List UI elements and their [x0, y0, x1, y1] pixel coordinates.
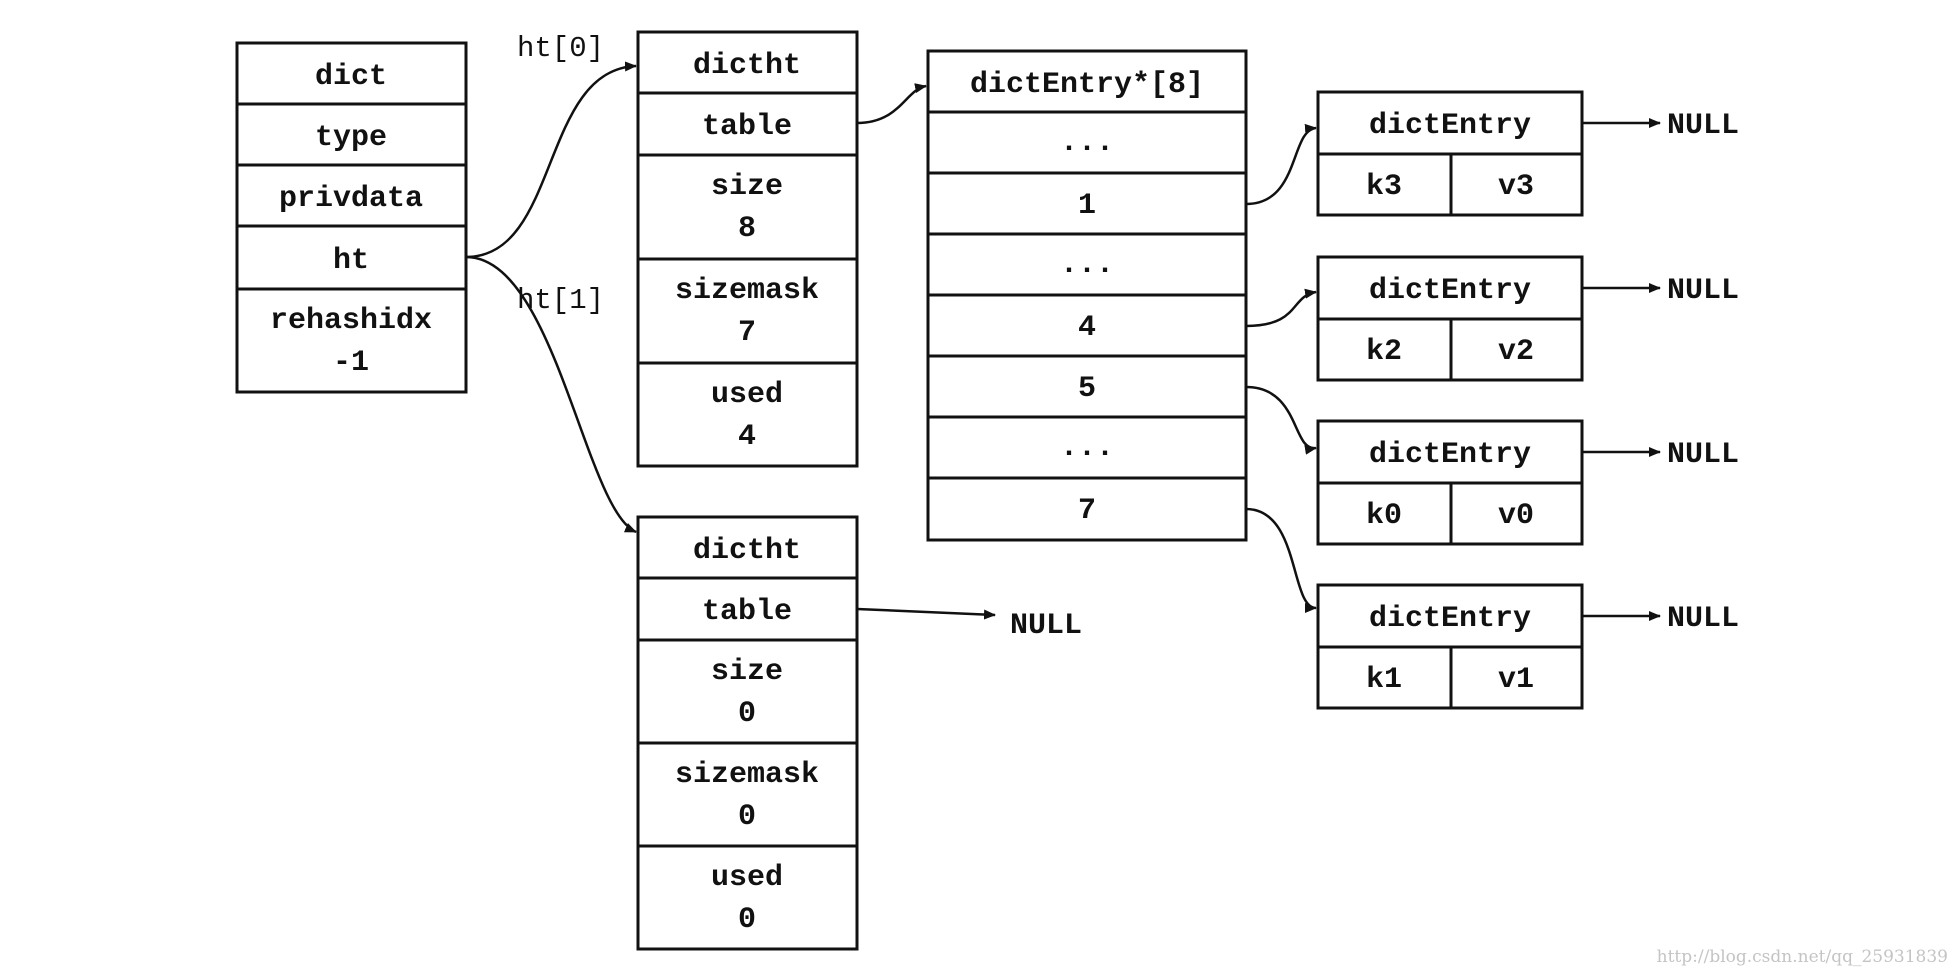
dict-entry-key-cell — [1316, 152, 1453, 217]
dict-entry-title-cell — [1316, 255, 1584, 321]
bucket-array: dictEntry*[8] ... 1 ... 4 5 ... 7 — [926, 49, 1248, 542]
ht0-used-cell — [636, 361, 859, 468]
arrow-slot1-to-entry — [1245, 123, 1317, 206]
dict-entry-key: k1 — [1366, 663, 1402, 697]
arrow-slot5-to-entry — [1245, 385, 1317, 455]
ht1-title-cell — [636, 515, 859, 580]
dict-field-type: type — [315, 121, 387, 155]
bucket-slot-cell — [926, 293, 1248, 358]
ht1-used-label: used — [711, 861, 783, 895]
dict-entry-key: k2 — [1366, 335, 1402, 369]
bucket-slot-4: 4 — [1078, 311, 1096, 345]
arrow-ht1-table-to-null — [856, 607, 996, 620]
ht0-title: dictht — [693, 49, 801, 83]
ht1-dictht: dictht table size 0 sizemask 0 used 0 — [636, 515, 859, 951]
arrow-ht-to-ht0 — [465, 61, 637, 259]
ht0-title-cell — [636, 30, 859, 95]
dict-entry-key: k3 — [1366, 170, 1402, 204]
bucket-title-cell — [926, 49, 1248, 114]
dict-entry-k1: dictEntry k1 v1 NULL — [1316, 583, 1739, 710]
ht1-size-value: 0 — [738, 697, 756, 731]
bucket-slot-ellipsis: ... — [1060, 248, 1114, 282]
ht1-sizemask-label: sizemask — [675, 758, 819, 792]
dict-entry-value: v2 — [1498, 335, 1534, 369]
dict-entry-title: dictEntry — [1369, 602, 1531, 636]
ht0-size-cell — [636, 153, 859, 261]
dict-entry-key-cell — [1316, 481, 1453, 546]
ht0-used-label: used — [711, 378, 783, 412]
bucket-slot-1: 1 — [1078, 189, 1096, 223]
dict-entry-value: v3 — [1498, 170, 1534, 204]
arrow-table-to-buckets — [856, 83, 927, 125]
dict-entry-next-null: NULL — [1667, 274, 1739, 308]
ht1-used-cell — [636, 844, 859, 951]
ht0-used-value: 4 — [738, 420, 756, 454]
dict-entry-next-null: NULL — [1667, 602, 1739, 636]
ht0-table-label: table — [702, 110, 792, 144]
dict-entry-value-cell — [1449, 152, 1584, 217]
bucket-slot-cell — [926, 232, 1248, 297]
ht1-used-value: 0 — [738, 903, 756, 937]
ht1-size-label: size — [711, 655, 783, 689]
arrow-slot4-to-entry — [1245, 288, 1317, 328]
dict-entry-value: v1 — [1498, 663, 1534, 697]
ht0-sizemask-label: sizemask — [675, 274, 819, 308]
ht0-size-label: size — [711, 170, 783, 204]
dict-entry-key-cell — [1316, 645, 1453, 710]
dict-struct: dict type privdata ht rehashidx -1 — [235, 41, 468, 394]
dict-entry-value-cell — [1449, 645, 1584, 710]
dict-entry-value-cell — [1449, 317, 1584, 382]
bucket-slot-cell — [926, 476, 1248, 542]
ht1-table-null: NULL — [1010, 609, 1082, 643]
ht1-sizemask-value: 0 — [738, 800, 756, 834]
bucket-slot-cell — [926, 415, 1248, 480]
ht0-size-value: 8 — [738, 212, 756, 246]
ht1-table-cell — [636, 576, 859, 642]
dict-field-ht: ht — [333, 244, 369, 278]
dict-rehashidx-label: rehashidx — [270, 304, 432, 338]
dict-entry-value-cell — [1449, 481, 1584, 546]
dict-entry-key: k0 — [1366, 499, 1402, 533]
dict-title: dict — [315, 60, 387, 94]
ht0-sizemask-value: 7 — [738, 316, 756, 350]
ht1-pointer-label: ht[1] — [517, 284, 604, 317]
ht1-table-label: table — [702, 595, 792, 629]
dict-entry-key-cell — [1316, 317, 1453, 382]
dict-rehashidx-value: -1 — [333, 346, 369, 380]
dict-entry-k2: dictEntry k2 v2 NULL — [1316, 255, 1739, 382]
ht0-dictht: dictht table size 8 sizemask 7 used 4 — [636, 30, 859, 468]
bucket-slot-ellipsis: ... — [1060, 126, 1114, 160]
ht1-title: dictht — [693, 534, 801, 568]
bucket-slot-cell — [926, 354, 1248, 419]
arrow-ht-to-ht1 — [465, 255, 637, 534]
dict-field-privdata: privdata — [279, 182, 423, 216]
connector-arrows — [465, 61, 1661, 621]
dict-title-cell — [235, 41, 468, 106]
ht1-sizemask-cell — [636, 741, 859, 848]
dict-entry-title: dictEntry — [1369, 274, 1531, 308]
dict-entry-value: v0 — [1498, 499, 1534, 533]
arrow-slot7-to-entry — [1245, 507, 1317, 613]
bucket-slot-ellipsis: ... — [1060, 431, 1114, 465]
dict-entry-next-null: NULL — [1667, 109, 1739, 143]
bucket-array-title: dictEntry*[8] — [970, 68, 1204, 102]
dict-entry-title: dictEntry — [1369, 109, 1531, 143]
dict-entry-next-null: NULL — [1667, 438, 1739, 472]
bucket-slot-cell — [926, 171, 1248, 236]
bucket-slot-7: 7 — [1078, 494, 1096, 528]
ht0-pointer-label: ht[0] — [517, 32, 604, 65]
dict-entry-k0: dictEntry k0 v0 NULL — [1316, 419, 1739, 546]
bucket-slot-cell — [926, 110, 1248, 175]
dict-entry-k3: dictEntry k3 v3 NULL — [1316, 90, 1739, 217]
dict-entry-title: dictEntry — [1369, 438, 1531, 472]
dict-type-cell — [235, 102, 468, 167]
bucket-slot-5: 5 — [1078, 372, 1096, 406]
watermark-url: http://blog.csdn.net/qq_25931839 — [1657, 947, 1948, 967]
dict-rehashidx-cell — [235, 287, 468, 394]
